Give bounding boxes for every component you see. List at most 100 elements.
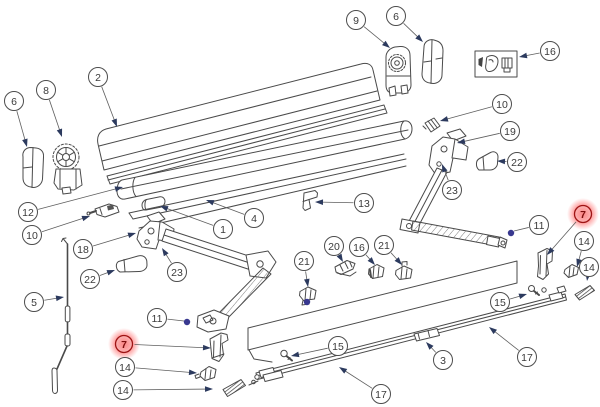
callout-number: 22: [511, 157, 523, 169]
callout-number: 9: [353, 15, 359, 27]
callout-circle[interactable]: [579, 257, 599, 277]
callout-circle[interactable]: [88, 67, 108, 87]
callout-14[interactable]: 14: [113, 380, 133, 400]
callout-22[interactable]: 22: [507, 152, 527, 172]
callout-5[interactable]: 5: [24, 292, 44, 312]
callout-circle[interactable]: [374, 235, 394, 255]
callout-circle[interactable]: [80, 269, 100, 289]
callout-7[interactable]: 7: [573, 204, 593, 224]
plate-13: [302, 190, 318, 211]
callout-16[interactable]: 16: [349, 237, 369, 257]
callout-19[interactable]: 19: [500, 121, 520, 141]
callout-circle[interactable]: [73, 239, 93, 259]
callout-circle[interactable]: [529, 215, 549, 235]
callout-number: 10: [496, 99, 508, 111]
callout-circle[interactable]: [22, 225, 42, 245]
leader-arrowhead: [204, 386, 213, 392]
callout-circle[interactable]: [36, 80, 56, 100]
callout-circle[interactable]: [4, 91, 24, 111]
callout-11[interactable]: 11: [529, 215, 549, 235]
leader-line: [363, 26, 386, 45]
callout-circle[interactable]: [490, 292, 510, 312]
callout-12[interactable]: 12: [18, 202, 38, 222]
callout-circle[interactable]: [113, 380, 133, 400]
shoulder-right: [428, 128, 469, 176]
callout-21[interactable]: 21: [294, 251, 314, 271]
callout-circle[interactable]: [500, 121, 520, 141]
callout-number: 15: [494, 297, 506, 309]
leader-line: [135, 367, 192, 373]
callout-circle[interactable]: [574, 231, 594, 251]
callout-22[interactable]: 22: [80, 269, 100, 289]
pin-10-right: [422, 117, 441, 133]
callout-4[interactable]: 4: [244, 208, 264, 228]
callout-2[interactable]: 2: [88, 67, 108, 87]
callout-6[interactable]: 6: [4, 91, 24, 111]
callout-circle[interactable]: [328, 336, 348, 356]
callout-circle[interactable]: [540, 41, 560, 61]
callout-17[interactable]: 17: [371, 384, 391, 404]
leader-line: [16, 110, 26, 142]
callout-circle[interactable]: [24, 292, 44, 312]
callout-circle[interactable]: [114, 334, 134, 354]
callout-circle[interactable]: [573, 204, 593, 224]
callout-circle[interactable]: [147, 308, 167, 328]
leader-line: [493, 330, 520, 351]
callout-15[interactable]: 15: [328, 336, 348, 356]
callout-number: 3: [440, 355, 446, 367]
leader-arrowhead: [304, 278, 310, 287]
leader-line: [445, 106, 492, 120]
callout-circle[interactable]: [354, 193, 374, 213]
callout-18[interactable]: 18: [73, 239, 93, 259]
callout-16[interactable]: 16: [540, 41, 560, 61]
callout-9[interactable]: 9: [346, 10, 366, 30]
callout-10[interactable]: 10: [492, 94, 512, 114]
callout-circle[interactable]: [244, 208, 264, 228]
callout-circle[interactable]: [324, 236, 344, 256]
callout-circle[interactable]: [442, 180, 462, 200]
callout-13[interactable]: 13: [354, 193, 374, 213]
callout-8[interactable]: 8: [36, 80, 56, 100]
callout-circle[interactable]: [167, 262, 187, 282]
callout-circle[interactable]: [213, 219, 233, 239]
callout-circle[interactable]: [18, 202, 38, 222]
callout-circle[interactable]: [294, 251, 314, 271]
callout-10[interactable]: 10: [22, 225, 42, 245]
callout-1[interactable]: 1: [213, 219, 233, 239]
callout-11[interactable]: 11: [147, 308, 167, 328]
callout-21[interactable]: 21: [374, 235, 394, 255]
callout-15[interactable]: 15: [490, 292, 510, 312]
leader-arrowhead: [111, 118, 117, 127]
leader-arrowhead: [162, 248, 169, 257]
callout-circle[interactable]: [346, 10, 366, 30]
callout-circle[interactable]: [349, 237, 369, 257]
callout-7[interactable]: 7: [114, 334, 134, 354]
callout-17[interactable]: 17: [517, 347, 537, 367]
clip-14-right: [563, 264, 579, 278]
callout-number: 12: [22, 207, 34, 219]
callout-circle[interactable]: [433, 350, 453, 370]
callout-circle[interactable]: [517, 347, 537, 367]
callout-circle[interactable]: [492, 94, 512, 114]
leader-arrowhead: [81, 215, 90, 222]
callout-circle[interactable]: [115, 357, 135, 377]
callout-number: 19: [504, 126, 516, 138]
callout-23[interactable]: 23: [442, 180, 462, 200]
callout-circle[interactable]: [371, 384, 391, 404]
leader-line: [44, 297, 59, 301]
callout-14[interactable]: 14: [574, 231, 594, 251]
bracket-7-left: [209, 332, 229, 362]
callout-20[interactable]: 20: [324, 236, 344, 256]
leader-arrowhead: [56, 128, 63, 137]
callout-3[interactable]: 3: [433, 350, 453, 370]
callout-14[interactable]: 14: [115, 357, 135, 377]
callout-number: 21: [378, 240, 390, 252]
callout-number: 11: [152, 313, 163, 325]
callout-circle[interactable]: [507, 152, 527, 172]
callout-23[interactable]: 23: [167, 262, 187, 282]
wrist-left: [196, 309, 230, 333]
callout-circle[interactable]: [386, 6, 406, 26]
callout-6[interactable]: 6: [386, 6, 406, 26]
callout-14[interactable]: 14: [579, 257, 599, 277]
